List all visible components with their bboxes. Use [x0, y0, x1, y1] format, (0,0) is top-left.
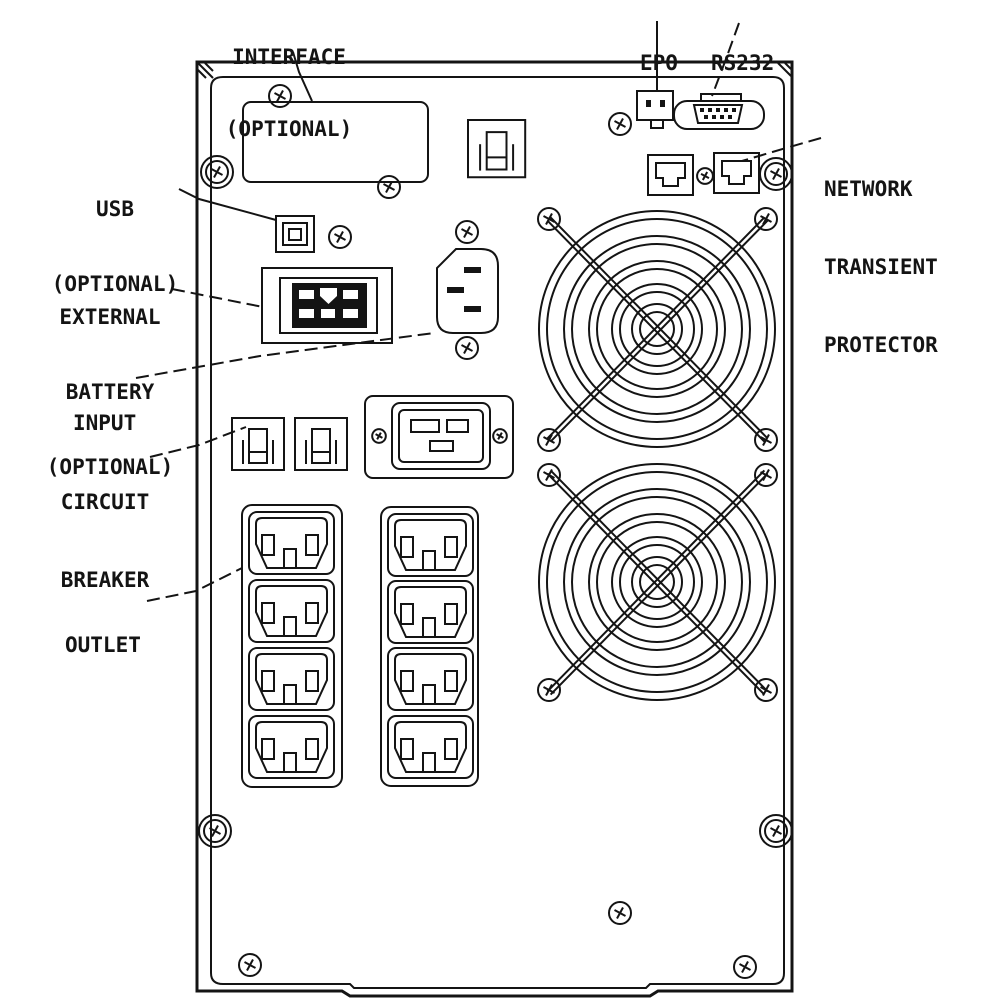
c13-outlet-icon — [248, 579, 335, 643]
fan-bottom — [538, 463, 776, 701]
label-network-line2: TRANSIENT — [824, 255, 938, 279]
label-rs232: RS232 — [711, 1, 774, 126]
bevel-hatch-top-right — [778, 63, 791, 76]
circuit-breaker-icon — [231, 417, 285, 471]
rs232-leader — [712, 23, 739, 96]
label-external-battery: EXTERNAL BATTERY (OPTIONAL) — [45, 255, 175, 530]
panel-outline — [197, 62, 792, 996]
screw-icon — [754, 428, 778, 452]
label-interface: INTERFACE (OPTIONAL) — [222, 0, 356, 189]
screw-icon — [537, 678, 561, 702]
network-protector-ports — [647, 152, 760, 196]
breaker-leader — [150, 427, 246, 457]
fan-top — [538, 210, 776, 448]
rj45-port-icon — [713, 152, 760, 194]
screw-icon — [238, 953, 262, 977]
label-input-text: INPUT — [73, 411, 137, 435]
label-input: INPUT — [73, 361, 136, 486]
label-rs232-text: RS232 — [711, 51, 775, 75]
outlet-bank-right — [381, 507, 478, 786]
label-battery-line2: BATTERY — [65, 380, 155, 404]
screw-icon — [608, 901, 632, 925]
bevel-hatch-top-left — [198, 63, 213, 78]
c13-outlet-icon — [248, 511, 335, 575]
c13-outlet-icon — [387, 580, 474, 644]
db9-pins — [700, 108, 736, 119]
screw-icon — [203, 819, 227, 843]
usb-leader — [179, 189, 276, 220]
rj45-port-icon — [647, 154, 694, 196]
screw-icon — [754, 463, 778, 487]
c13-outlet-icon — [387, 513, 474, 577]
c20-outlet — [365, 396, 513, 478]
interface-leader — [293, 52, 312, 101]
outlet-leader — [147, 568, 242, 601]
c13-outlet-icon — [248, 647, 335, 711]
external-battery-connector — [262, 268, 392, 343]
input-leader — [136, 333, 434, 378]
c13-outlet-icon — [248, 715, 335, 779]
input-inlet — [437, 249, 498, 333]
screw-icon — [733, 955, 757, 979]
label-usb-line1: USB — [96, 197, 134, 221]
label-circuit-breaker: CIRCUIT BREAKER — [42, 437, 168, 645]
c13-outlet-icon — [387, 647, 474, 711]
label-network-line1: NETWORK — [824, 177, 913, 201]
label-breaker-line1: CIRCUIT — [60, 490, 150, 514]
screw-icon — [455, 220, 479, 244]
screw-icon — [537, 428, 561, 452]
screw-icon — [754, 207, 778, 231]
screw-ear-bumps — [199, 156, 792, 847]
screw-icon — [608, 112, 632, 136]
screw-icon — [754, 678, 778, 702]
outlet-bank-left — [242, 505, 342, 787]
label-epo-text: EPO — [640, 51, 678, 75]
label-battery-line3: (OPTIONAL) — [46, 455, 174, 479]
epo-connector — [637, 91, 673, 128]
label-interface-line1: INTERFACE — [232, 45, 346, 69]
screw-icon — [537, 207, 561, 231]
label-battery-line1: EXTERNAL — [59, 305, 161, 329]
screw-icon — [328, 225, 352, 249]
label-usb-line2: (OPTIONAL) — [51, 272, 179, 296]
label-outlet-text: OUTLET — [65, 633, 141, 657]
screw-icon — [377, 175, 401, 199]
screw-icon — [371, 428, 387, 444]
screw-icon — [537, 463, 561, 487]
rocker-switch — [466, 118, 527, 179]
label-network-transient-protector: NETWORK TRANSIENT PROTECTOR — [824, 124, 938, 410]
screw-icon — [455, 336, 479, 360]
label-usb: USB (OPTIONAL) — [50, 147, 180, 347]
leader-lines — [136, 21, 821, 601]
rs232-port — [674, 94, 764, 129]
label-outlet: OUTLET — [65, 583, 141, 708]
label-interface-line2: (OPTIONAL) — [225, 117, 353, 141]
battery-leader — [172, 289, 263, 307]
network-leader — [742, 138, 821, 161]
circuit-breakers — [231, 417, 348, 471]
label-network-line3: PROTECTOR — [824, 333, 938, 357]
c13-outlet-icon — [387, 715, 474, 779]
usb-port — [276, 216, 314, 252]
circuit-breaker-icon — [294, 417, 348, 471]
label-breaker-line2: BREAKER — [60, 568, 150, 592]
screw-icon — [492, 428, 508, 444]
label-epo: EPO — [640, 1, 691, 126]
interface-slot — [243, 102, 428, 182]
screw-icon — [696, 167, 714, 185]
